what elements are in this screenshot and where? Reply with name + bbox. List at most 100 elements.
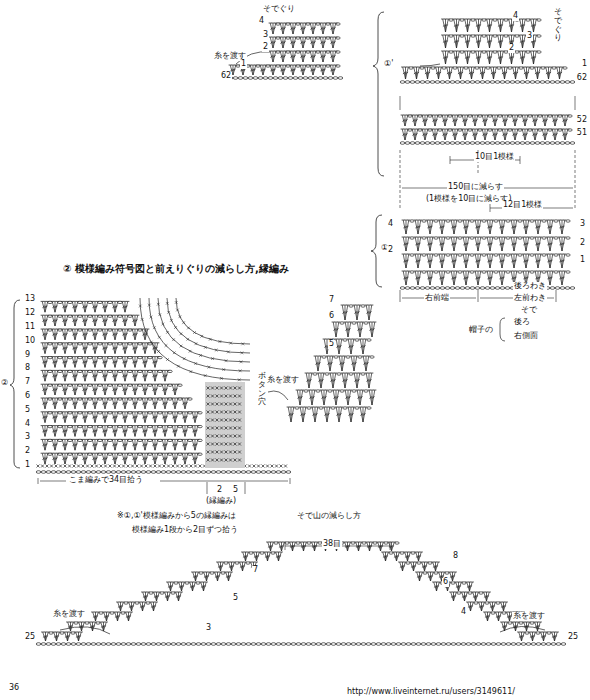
stitch-stroke	[186, 471, 191, 474]
stitch-stroke	[81, 471, 86, 474]
stitch-stroke	[318, 77, 323, 80]
stitch-stroke	[166, 471, 171, 474]
stitch-stroke	[555, 142, 560, 145]
stitch-stroke	[434, 271, 438, 273]
stitch-stroke	[545, 81, 550, 84]
stitch-stroke	[510, 142, 515, 145]
stitch-stroke	[41, 471, 46, 474]
stitch-stroke	[460, 142, 465, 145]
stitch-stroke	[176, 471, 181, 474]
stitch-stroke	[283, 77, 288, 80]
stitch-stroke	[458, 254, 462, 256]
stitch-stroke	[221, 471, 226, 474]
stitch-stroke	[336, 51, 340, 53]
stitch-stroke	[480, 287, 485, 290]
stitch-stroke	[455, 81, 460, 84]
stitch-stroke	[450, 142, 455, 145]
stitch-stroke	[475, 287, 480, 290]
stitch-stroke	[241, 471, 246, 474]
stitch-stroke	[440, 81, 445, 84]
stitch-stroke	[550, 81, 555, 84]
stitch-stroke	[445, 81, 450, 84]
stitch-stroke	[518, 254, 522, 256]
stitch-stroke	[121, 471, 126, 474]
stitch-stroke	[298, 77, 303, 80]
stitch-stroke	[568, 129, 572, 131]
stitch-stroke	[480, 142, 485, 145]
stitch-stroke	[435, 287, 440, 290]
stitch-stroke	[495, 287, 500, 290]
stitch-stroke	[126, 471, 131, 474]
stitch-stroke	[540, 142, 545, 145]
stitch-stroke	[445, 287, 450, 290]
stitch-stroke	[560, 81, 565, 84]
stitch-stroke	[158, 356, 162, 358]
stitch-stroke	[278, 77, 283, 80]
stitch-stroke	[555, 287, 560, 290]
stitch-stroke	[400, 287, 405, 290]
stitch-stroke	[422, 254, 426, 256]
stitch-stroke	[56, 471, 61, 474]
stitch-stroke	[308, 77, 313, 80]
stitch-stroke	[506, 271, 510, 273]
stitch-stroke	[480, 81, 485, 84]
stitch-stroke	[537, 35, 541, 37]
stitch-stroke	[554, 271, 558, 273]
stitch-stroke	[116, 471, 121, 474]
stitch-stroke	[293, 77, 298, 80]
stitch-stroke	[276, 471, 281, 474]
stitch-stroke	[470, 254, 474, 256]
stitch-stroke	[198, 439, 202, 441]
stitch-stroke	[434, 237, 438, 239]
stitch-stroke	[485, 81, 490, 84]
stitch-stroke	[465, 81, 470, 84]
stitch-stroke	[560, 287, 565, 290]
stitch-stroke	[336, 23, 340, 25]
stitch-stroke	[570, 287, 575, 290]
stitch-stroke	[515, 81, 520, 84]
stitch-stroke	[405, 287, 410, 290]
stitch-stroke	[51, 471, 56, 474]
stitch-stroke	[542, 237, 546, 239]
stitch-stroke	[445, 142, 450, 145]
stitch-stroke	[550, 287, 555, 290]
stitch-stroke	[410, 271, 414, 273]
stitch-stroke	[563, 67, 567, 69]
stitch-stroke	[425, 81, 430, 84]
stitch-stroke	[458, 220, 462, 222]
stitch-stroke	[554, 220, 558, 222]
stitch-stroke	[425, 142, 430, 145]
stitch-stroke	[470, 271, 474, 273]
stitch-stroke	[434, 220, 438, 222]
stitch-stroke	[288, 77, 293, 80]
stitch-stroke	[281, 471, 286, 474]
stitch-stroke	[410, 142, 415, 145]
stitch-stroke	[568, 115, 572, 117]
stitch-stroke	[570, 142, 575, 145]
stitch-stroke	[500, 318, 505, 341]
stitch-stroke	[450, 81, 455, 84]
stitch-stroke	[156, 471, 161, 474]
stitch-stroke	[482, 237, 486, 239]
stitch-stroke	[271, 471, 276, 474]
stitch-stroke	[550, 142, 555, 145]
stitch-stroke	[500, 287, 505, 290]
stitch-stroke	[415, 142, 420, 145]
stitch-stroke	[460, 81, 465, 84]
stitch-stroke	[261, 471, 266, 474]
stitch-stroke	[420, 64, 440, 66]
stitch-stroke	[494, 220, 498, 222]
stitch-stroke	[328, 77, 333, 80]
stitch-stroke	[268, 77, 273, 80]
stitch-stroke	[226, 471, 231, 474]
stitch-stroke	[566, 237, 570, 239]
stitch-stroke	[415, 287, 420, 290]
stitch-stroke	[470, 220, 474, 222]
stitch-stroke	[566, 271, 570, 273]
stitch-stroke	[256, 471, 261, 474]
stitch-stroke	[430, 81, 435, 84]
stitch-stroke	[111, 471, 116, 474]
stitch-stroke	[286, 471, 291, 474]
stitch-stroke	[560, 142, 565, 145]
